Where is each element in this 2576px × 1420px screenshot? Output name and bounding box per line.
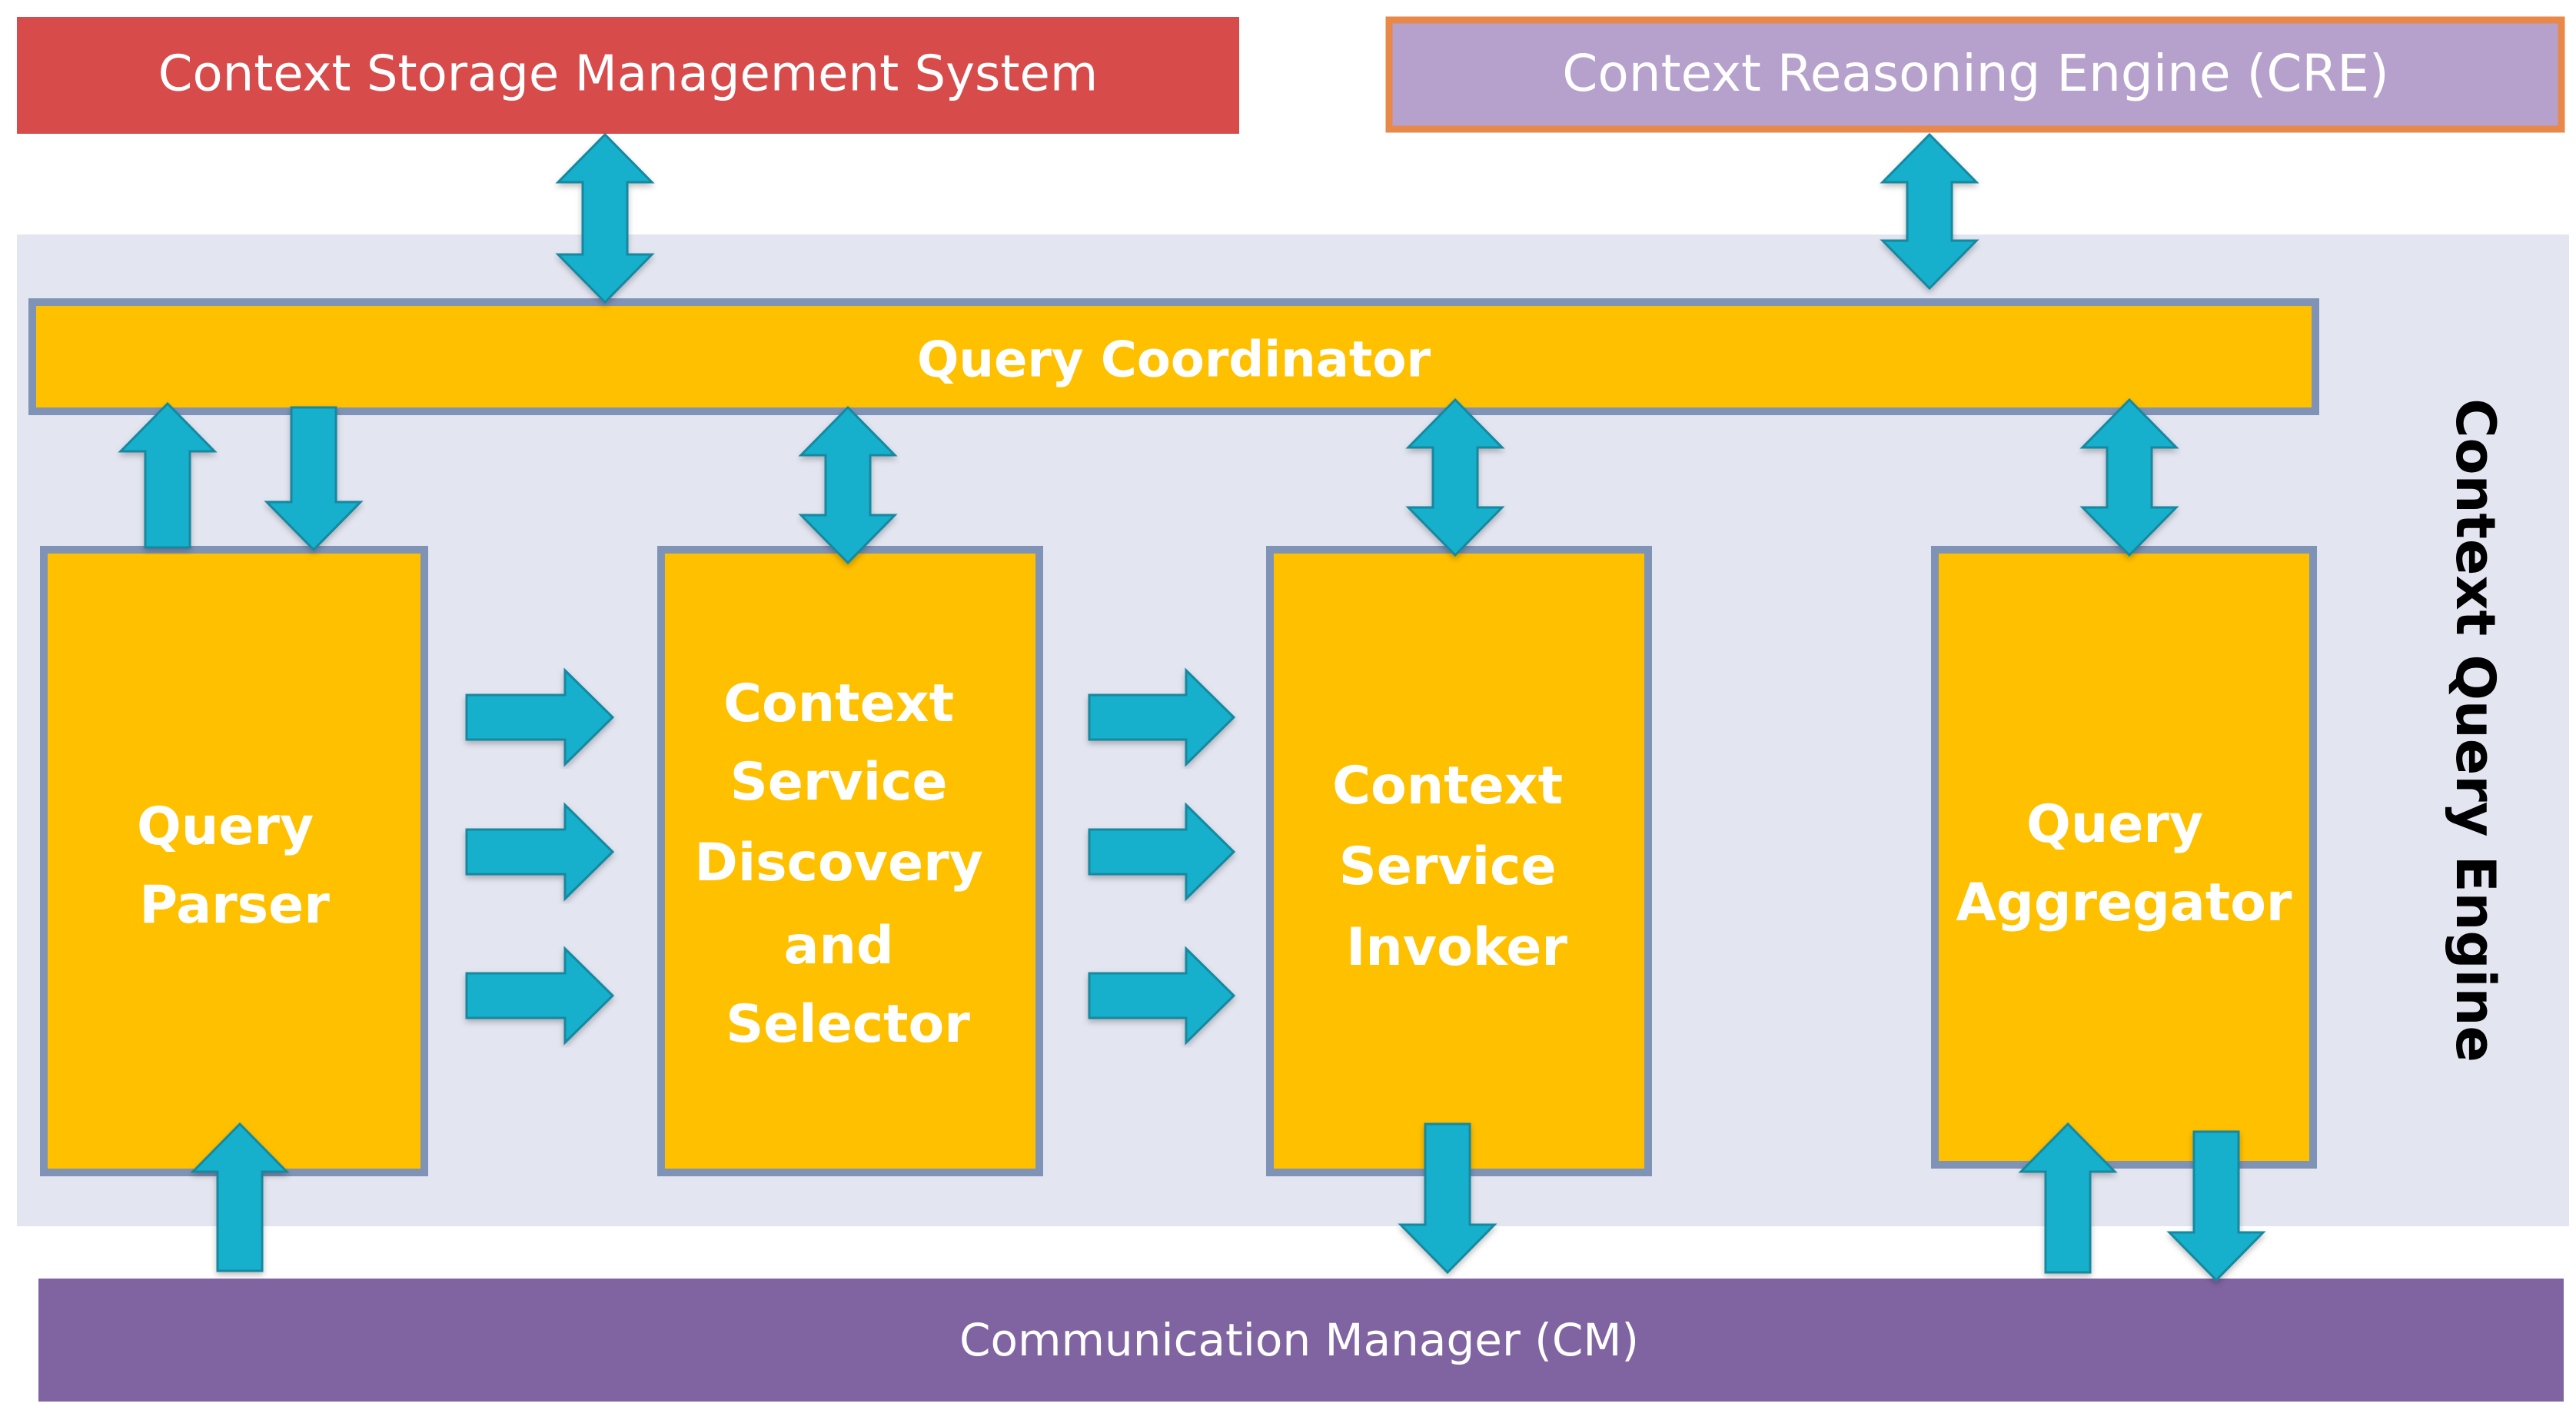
context-service-discovery-selector-label: Context Service Discovery and Selector xyxy=(694,673,1001,1055)
invoker-to-cm-arrow xyxy=(1398,1122,1497,1275)
coordinator-invoker-arrow xyxy=(1405,397,1505,557)
discovery-invoker-arrow-1 xyxy=(1088,667,1236,767)
csms-coordinator-arrow xyxy=(555,132,655,304)
arrows-layer xyxy=(118,132,2266,1282)
cm-to-aggregator-arrow xyxy=(2018,1122,2118,1274)
cre-box xyxy=(1385,16,2565,133)
query-aggregator-box: Query Aggregator xyxy=(1931,546,2317,1169)
parser-discovery-arrow-1 xyxy=(465,667,615,767)
csms-box xyxy=(17,17,1239,134)
aggregator-to-cm-arrow xyxy=(2166,1130,2266,1282)
communication-manager-label: Communication Manager (CM) xyxy=(959,1314,1639,1366)
parser-discovery-arrow-2 xyxy=(465,802,615,902)
discovery-invoker-arrow-3 xyxy=(1088,946,1236,1046)
query-coordinator-label: Query Coordinator xyxy=(917,332,1431,389)
coordinator-discovery-arrow xyxy=(798,405,898,565)
context-query-engine-label: Context Query Engine xyxy=(2444,398,2507,1063)
coordinator-to-parser-arrow xyxy=(264,406,364,552)
cre-label: Context Reasoning Engine (CRE) xyxy=(1562,44,2388,103)
context-service-invoker-box: Context Service Invoker xyxy=(1266,546,1652,1176)
communication-manager-bar xyxy=(38,1279,2564,1402)
discovery-invoker-arrow-2 xyxy=(1088,802,1236,902)
coordinator-aggregator-arrow xyxy=(2079,397,2179,557)
query-parser-label: Query Parser xyxy=(137,796,332,936)
parser-to-coordinator-arrow xyxy=(118,401,218,549)
cm-to-parser-arrow xyxy=(190,1122,290,1272)
csms-label: Context Storage Management System xyxy=(158,46,1098,103)
context-service-discovery-selector-box: Context Service Discovery and Selector xyxy=(657,546,1043,1176)
context-service-invoker-label: Context Service Invoker xyxy=(1332,756,1581,978)
query-coordinator-bar xyxy=(28,298,2319,415)
cre-coordinator-arrow xyxy=(1880,132,1979,291)
parser-discovery-arrow-3 xyxy=(465,946,615,1046)
query-aggregator-label: Query Aggregator xyxy=(1956,794,2292,933)
query-parser-box: Query Parser xyxy=(40,546,428,1176)
